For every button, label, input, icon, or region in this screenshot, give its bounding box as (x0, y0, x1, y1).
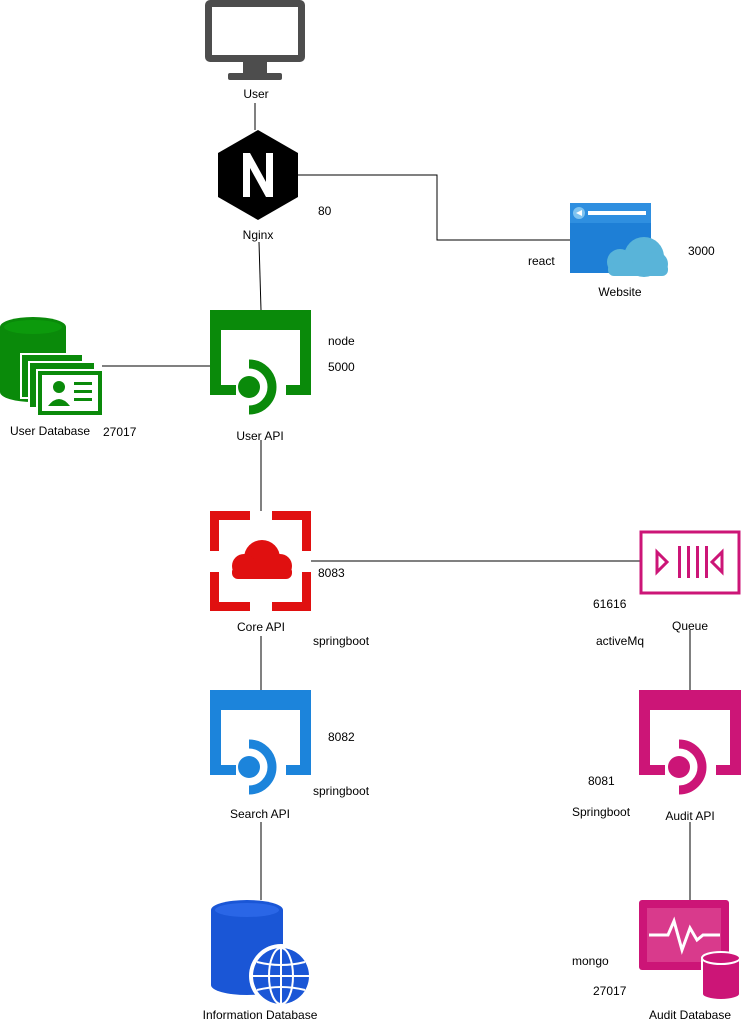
user-database-icon (0, 317, 104, 417)
audit-db-tech-label: mongo (572, 954, 609, 968)
search-api-tech-label: springboot (313, 784, 370, 798)
api-app-icon (210, 690, 311, 795)
edge-nginx-website (298, 174, 570, 241)
user-db-label: User Database (9, 424, 91, 438)
nginx-label: Nginx (242, 228, 274, 242)
core-api-port-label: 8083 (318, 566, 345, 580)
user-api-tech-label: node (328, 334, 355, 348)
queue-tech-label: activeMq (596, 634, 645, 648)
audit-api-label: Audit API (665, 809, 715, 823)
website-port-label: 3000 (688, 244, 715, 258)
user-db-port-label: 27017 (103, 425, 137, 439)
nginx-icon (218, 130, 298, 220)
queue-port-label: 61616 (593, 597, 627, 611)
globe-database-icon (211, 900, 313, 1008)
user-api-port-label: 5000 (328, 360, 355, 374)
edge-nginx-userapi (258, 241, 262, 311)
api-app-icon (210, 310, 311, 415)
queue-label: Queue (671, 619, 709, 633)
search-api-port-label: 8082 (328, 730, 355, 744)
nginx-port-label: 80 (318, 204, 332, 218)
website-tech-label: react (528, 254, 555, 268)
cloud-gateway-icon (210, 511, 311, 611)
audit-api-tech-label: Springboot (572, 805, 631, 819)
user-label: User (243, 87, 269, 101)
audit-api-port-label: 8081 (588, 774, 615, 788)
user-api-label: User API (236, 429, 284, 443)
core-api-tech-label: springboot (313, 634, 370, 648)
website-label: Website (598, 285, 642, 299)
api-app-icon (639, 690, 741, 795)
info-db-label: Information Database (202, 1008, 318, 1022)
web-app-icon (570, 203, 668, 277)
core-api-label: Core API (236, 620, 286, 634)
audit-db-port-label: 27017 (593, 984, 627, 998)
monitor-icon (205, 0, 305, 80)
monitor-database-icon (639, 900, 741, 1001)
search-api-label: Search API (229, 807, 291, 821)
queue-icon (639, 530, 741, 595)
audit-db-label: Audit Database (648, 1008, 732, 1022)
